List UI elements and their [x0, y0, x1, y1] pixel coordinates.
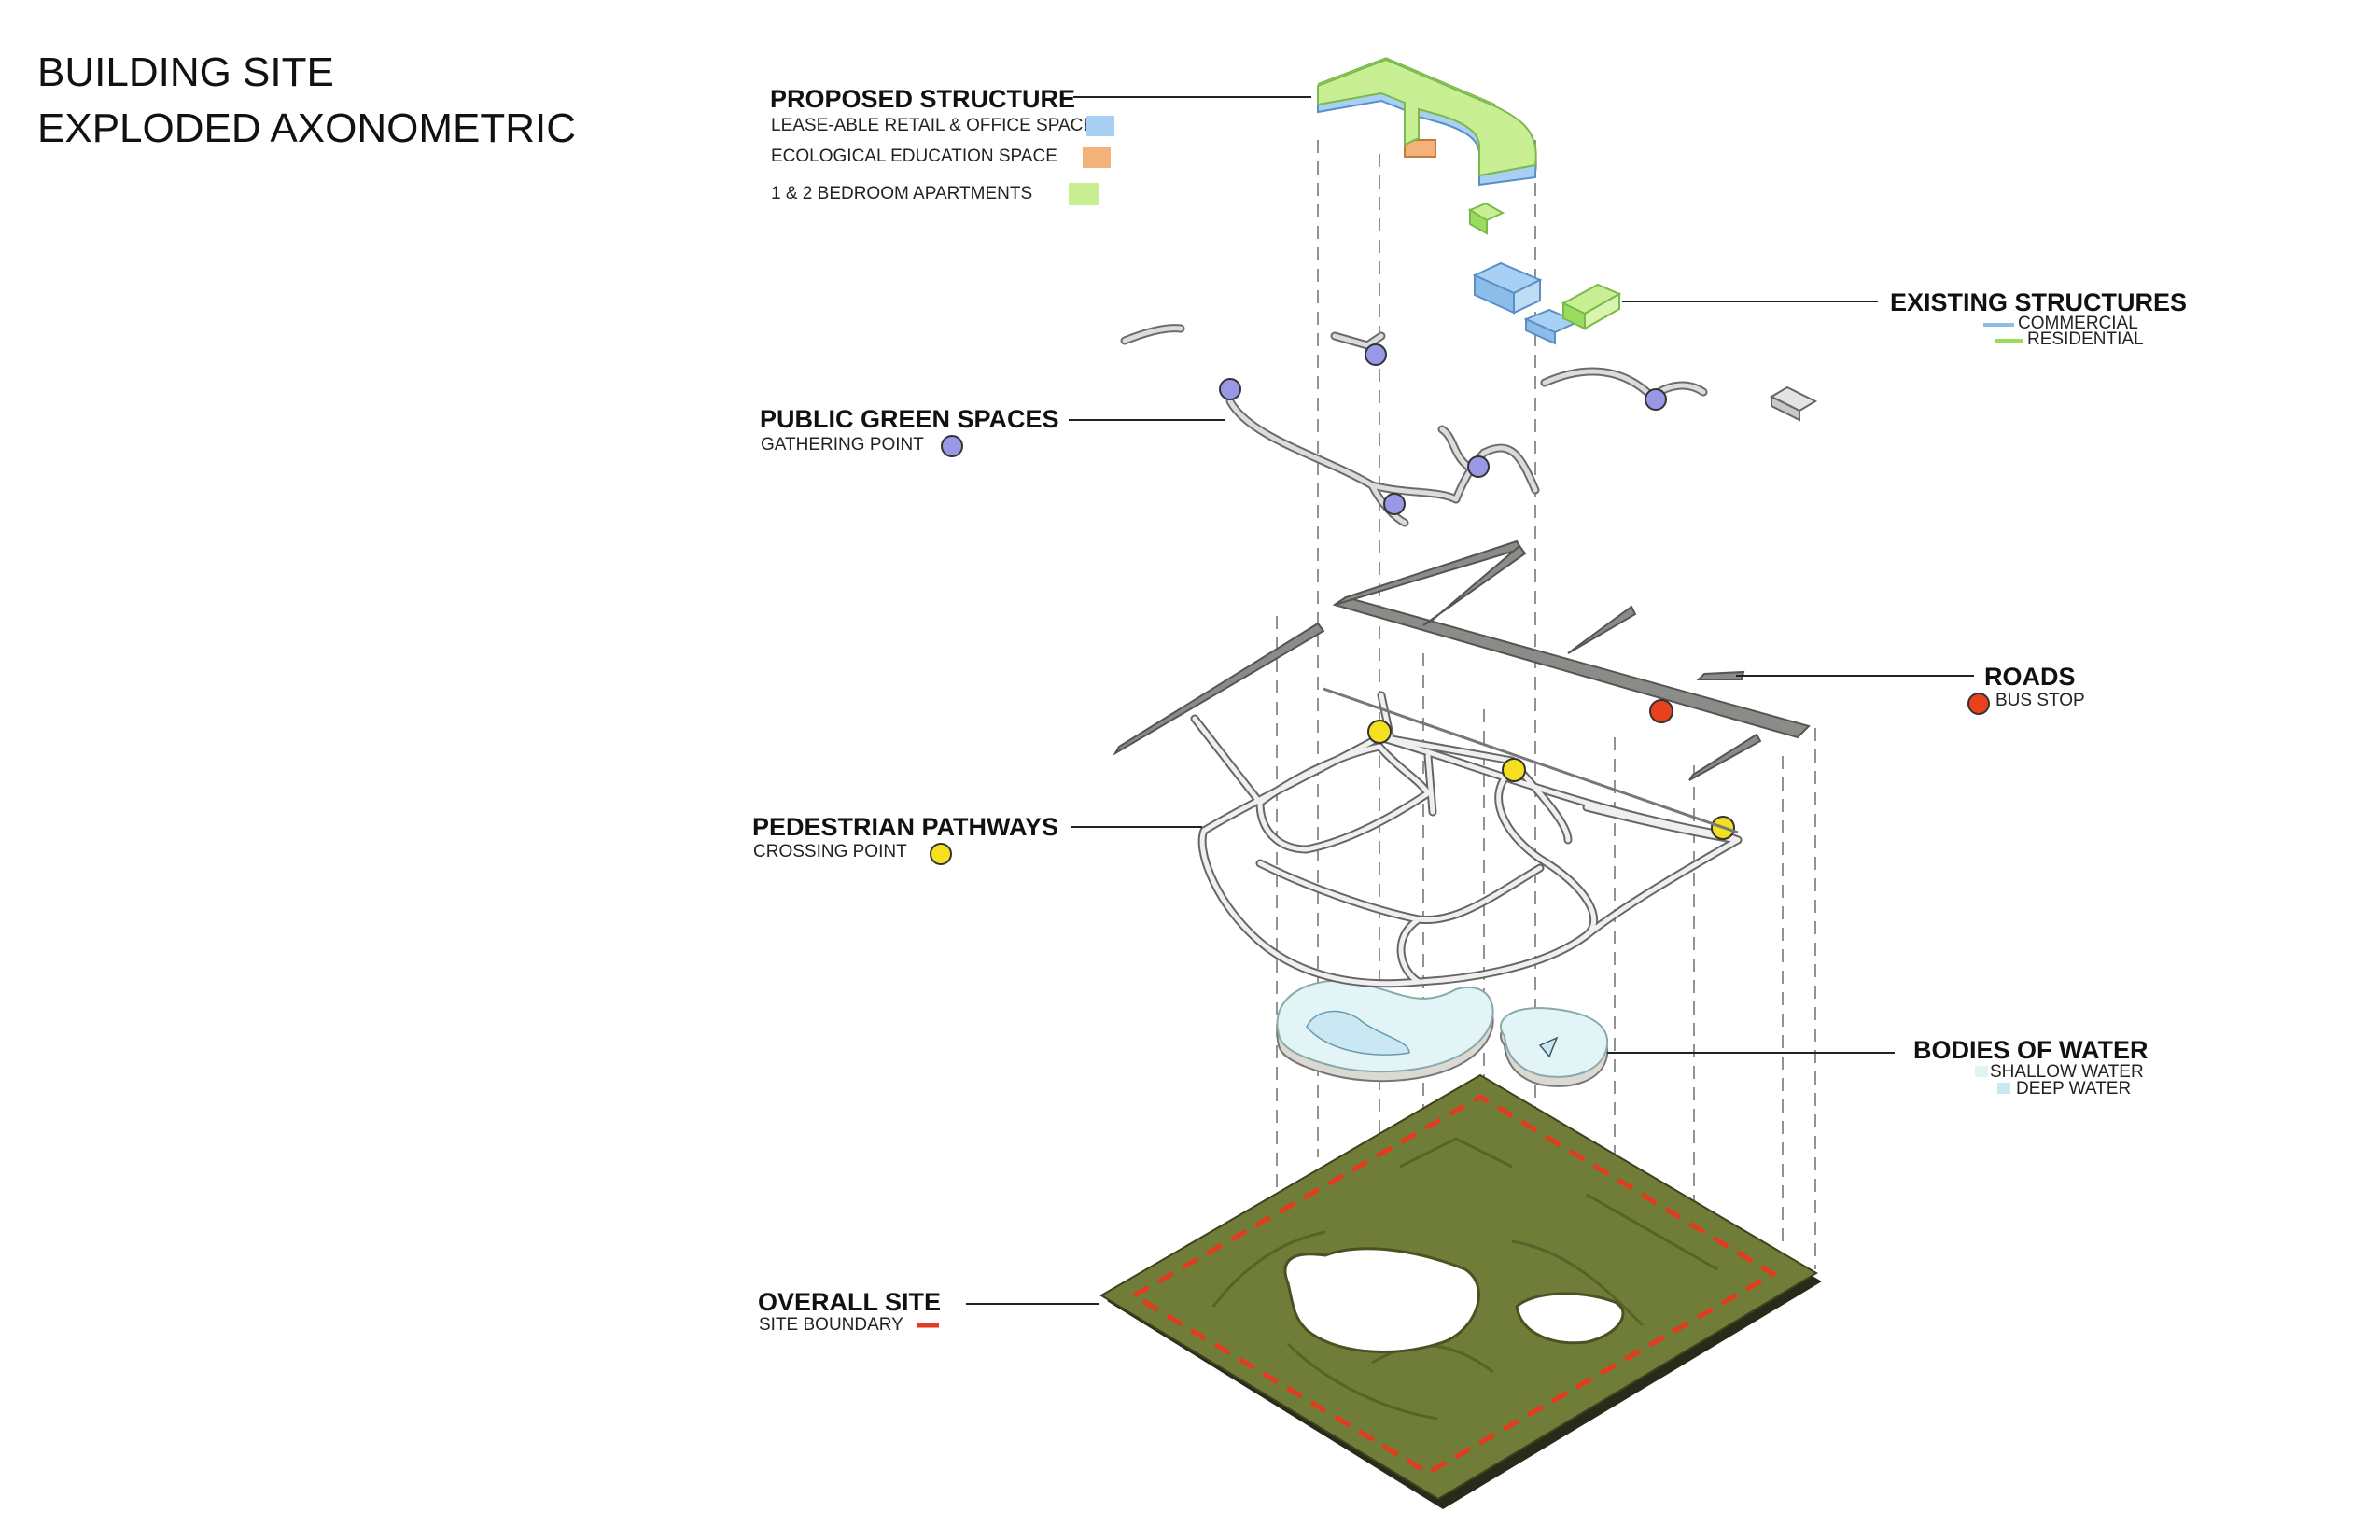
road-spur-mid — [1422, 544, 1527, 626]
gathering-point-5 — [1645, 388, 1667, 411]
public-green-spaces-layer — [1120, 324, 1708, 527]
pedestrian-pathways-layer — [1190, 691, 1743, 988]
existing-residential-block-1-side — [1469, 208, 1488, 235]
roads-label: ROADS — [1984, 663, 2076, 691]
road-spur-far-east — [1696, 670, 1745, 680]
gathering-point-4 — [1467, 455, 1490, 478]
road-spur-north — [1334, 539, 1523, 606]
title-line-2: EXPLODED AXONOMETRIC — [37, 105, 576, 151]
site-cutout-small-pond — [1515, 1292, 1625, 1345]
proposed-structure-layer — [1317, 57, 1537, 187]
residential-text: RESIDENTIAL — [2027, 329, 2144, 349]
education-swatch — [1083, 147, 1111, 168]
bus-stop-swatch — [1967, 693, 1990, 715]
public-green-spaces-label: PUBLIC GREEN SPACES — [760, 405, 1059, 433]
shallow-water-swatch — [1975, 1066, 1988, 1077]
site-boundary-line — [1129, 1094, 1778, 1476]
apartments-roof-line — [1317, 57, 1496, 105]
proposed-structure-label: PROPOSED STRUCTURE — [770, 85, 1075, 113]
retail-office-swatch — [1086, 116, 1114, 136]
road-south-east — [1688, 733, 1762, 781]
road-centre-strip — [1323, 687, 1739, 834]
bodies-of-water-legend: BODIES OF WATER SHALLOW WATER DEEP WATER — [1607, 1036, 2149, 1099]
apartments-swatch — [1069, 183, 1099, 205]
pedestrian-pathways-label: PEDESTRIAN PATHWAYS — [752, 813, 1058, 841]
crossing-point-text: CROSSING POINT — [753, 842, 907, 861]
crossing-point-1 — [1367, 720, 1392, 744]
commercial-text: COMMERCIAL — [2018, 314, 2138, 333]
overall-site-legend: OVERALL SITE SITE BOUNDARY — [758, 1288, 1099, 1335]
existing-structures-legend: EXISTING STRUCTURES COMMERCIAL RESIDENTI… — [1622, 288, 2187, 349]
existing-structures-layer — [1467, 202, 1818, 422]
apartments-block — [1317, 58, 1537, 177]
gathering-point-1 — [1219, 378, 1241, 400]
roads-layer — [1113, 539, 1811, 834]
existing-commercial-block-2-side — [1525, 317, 1556, 345]
bodies-of-water-layer — [1276, 979, 1609, 1087]
crossing-point-2 — [1502, 758, 1526, 782]
crossing-point-swatch — [930, 843, 952, 865]
bodies-of-water-label: BODIES OF WATER — [1913, 1036, 2149, 1064]
site-path-imprints — [1211, 1137, 1718, 1421]
education-space-block — [1404, 139, 1436, 158]
overall-site-layer — [1099, 1073, 1822, 1509]
site-boundary-text: SITE BOUNDARY — [759, 1315, 903, 1335]
roads-legend: ROADS BUS STOP — [1736, 663, 2085, 715]
gathering-point-swatch — [941, 435, 963, 457]
existing-structures-label: EXISTING STRUCTURES — [1890, 288, 2187, 316]
overall-site-label: OVERALL SITE — [758, 1288, 941, 1316]
gathering-point-text: GATHERING POINT — [761, 435, 924, 455]
education-text: ECOLOGICAL EDUCATION SPACE — [771, 147, 1057, 166]
existing-residential-block-2-front — [1584, 292, 1620, 330]
road-west — [1113, 622, 1325, 756]
small-pond-deep-water — [1538, 1036, 1559, 1058]
deep-water-text: DEEP WATER — [2016, 1079, 2131, 1099]
gathering-point-2 — [1365, 343, 1387, 366]
proposed-structure-legend: PROPOSED STRUCTURE LEASE-ABLE RETAIL & O… — [770, 85, 1311, 205]
bus-stop-text: BUS STOP — [1995, 691, 2085, 710]
existing-small-structure-side — [1771, 395, 1800, 422]
apartments-text: 1 & 2 BEDROOM APARTMENTS — [771, 184, 1032, 203]
existing-commercial-block-1-front — [1513, 278, 1541, 315]
shallow-water-text: SHALLOW WATER — [1990, 1062, 2144, 1082]
title-line-1: BUILDING SITE — [37, 49, 334, 95]
gathering-point-3 — [1383, 493, 1406, 515]
road-spur-east — [1567, 605, 1637, 654]
bus-stop-point — [1649, 699, 1673, 723]
large-pond-deep-water — [1306, 1010, 1410, 1056]
retail-office-text: LEASE-ABLE RETAIL & OFFICE SPACE — [771, 116, 1095, 135]
public-green-spaces-legend: PUBLIC GREEN SPACES GATHERING POINT — [760, 405, 1225, 457]
green-space-inner — [1122, 326, 1706, 525]
site-cutout-large-pond — [1283, 1247, 1480, 1353]
deep-water-swatch — [1997, 1083, 2010, 1094]
pedestrian-pathways-legend: PEDESTRIAN PATHWAYS CROSSING POINT — [752, 813, 1202, 865]
